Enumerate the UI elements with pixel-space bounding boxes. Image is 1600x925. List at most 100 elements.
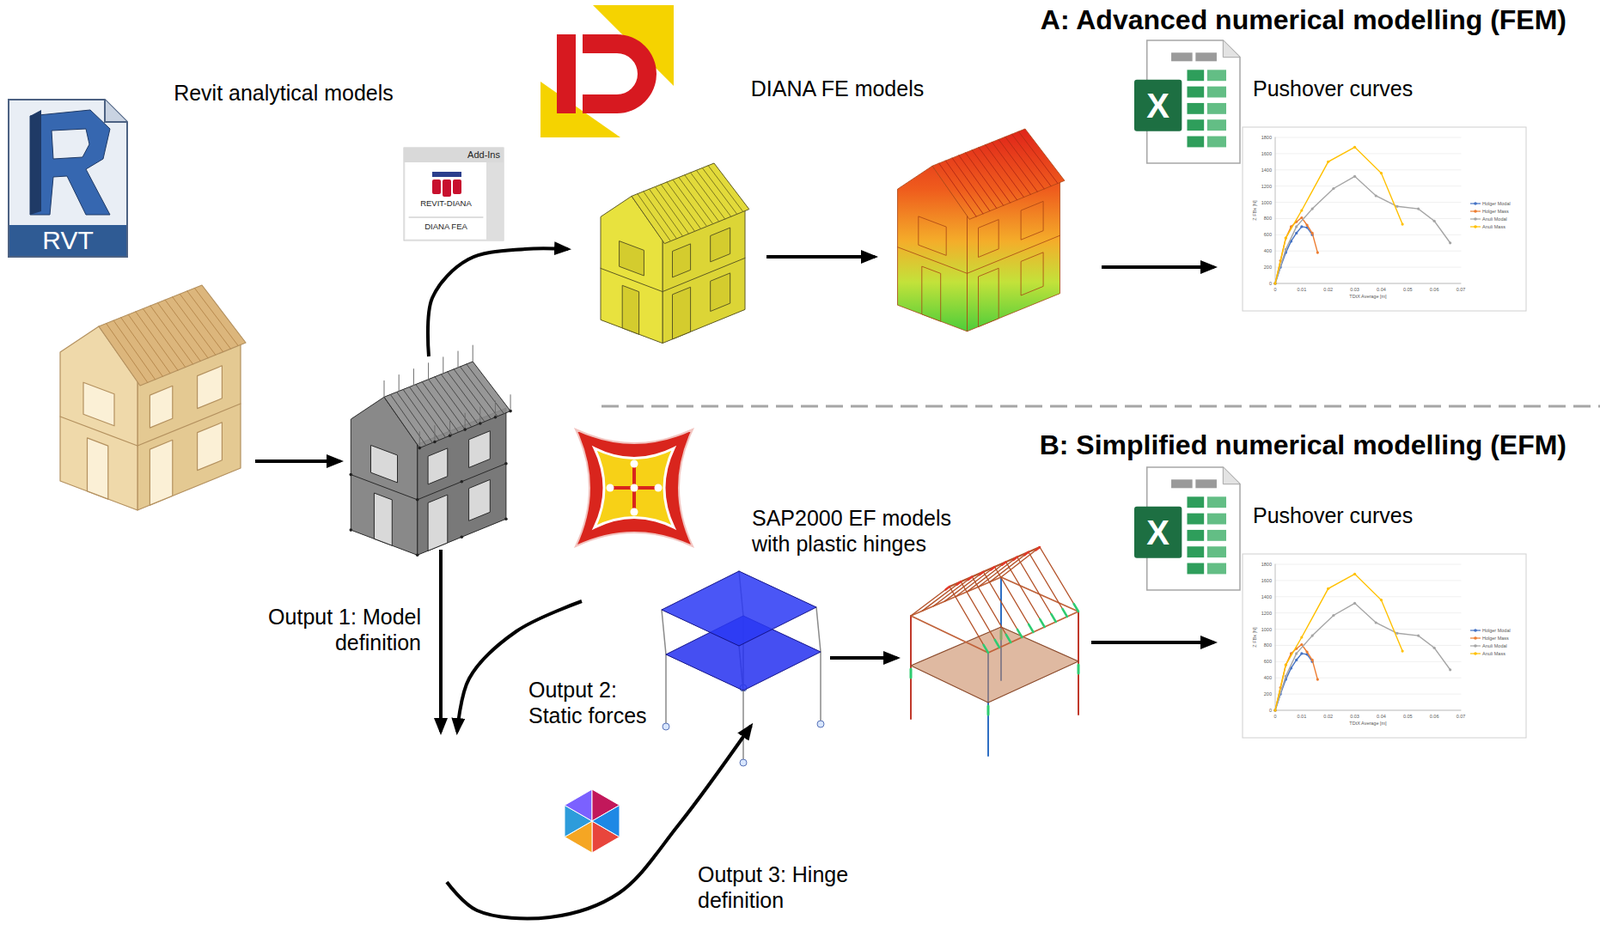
plastic-hinge: [987, 706, 990, 715]
roof-rafter: [434, 377, 472, 428]
load-line: [442, 357, 444, 374]
roof-rafter: [142, 308, 185, 367]
node-dot: [349, 528, 354, 532]
roof-rafter: [128, 314, 171, 373]
icon-cell: [471, 793, 486, 805]
data-point: [1326, 587, 1330, 591]
plastic-hinge: [979, 572, 984, 575]
roof-rafter: [403, 389, 440, 440]
dynamo-logo: [564, 789, 620, 854]
logo-dot: [630, 460, 639, 469]
icon-cell: [1187, 86, 1205, 98]
axis-line: [1275, 137, 1277, 284]
data-series: [1275, 574, 1403, 711]
node-dot: [415, 554, 420, 558]
ridge-beam: [949, 547, 1040, 587]
icon-cell: [464, 839, 481, 850]
column-line: [661, 610, 666, 655]
roof: [384, 361, 511, 449]
data-point: [1273, 708, 1277, 712]
data-point: [1331, 187, 1335, 190]
panel-shape: [1171, 493, 1582, 768]
data-point: [1433, 219, 1436, 223]
roof-rafter: [978, 147, 1018, 201]
label-box: RVT: [8, 225, 128, 257]
floor-line: [60, 416, 138, 446]
icon-text: REVIT-DIANA: [405, 197, 487, 210]
icon-tab: [428, 803, 468, 853]
roof-rafter: [666, 182, 701, 230]
label-box: 1800: [1244, 561, 1272, 568]
spreadsheet-icon: [382, 732, 469, 849]
label-box: 0.06: [1423, 286, 1445, 294]
opening: [710, 273, 731, 312]
label-box: 0: [1244, 280, 1272, 288]
chart-text: 0.04: [1370, 286, 1392, 294]
building-model: [60, 285, 246, 511]
data-point: [1305, 650, 1308, 654]
grid-line: [1275, 612, 1461, 614]
data-point: [1284, 675, 1288, 678]
roof-rafter: [1012, 134, 1052, 187]
plastic-hinge: [968, 577, 973, 581]
grid-line: [1275, 201, 1461, 203]
frame-column: [1077, 611, 1080, 715]
legend-swatch: [1470, 224, 1481, 230]
grid-line: [1275, 596, 1461, 598]
icon-cell: [1187, 513, 1205, 526]
load-line: [472, 345, 474, 362]
label-box: X: [1134, 512, 1182, 553]
opening: [1020, 201, 1044, 240]
spreadsheet-icon: [1134, 40, 1240, 164]
chart-text: TDtX Average [m]: [1333, 720, 1403, 727]
opening: [978, 219, 1000, 258]
load-line: [464, 413, 466, 430]
icon-divider: [409, 217, 483, 219]
chart-area: [1242, 554, 1527, 739]
chart-text: TDtX Average [m]: [1333, 293, 1403, 300]
icon-cell: [478, 778, 496, 787]
data-series: [1275, 653, 1313, 711]
grid-line: [1275, 661, 1461, 663]
roof-rafter: [1017, 557, 1057, 623]
icon-cell: [448, 776, 463, 788]
label-box: TDtX Average [m]: [1333, 293, 1403, 300]
data-point: [1311, 635, 1314, 638]
revit-letter: [30, 109, 42, 215]
panel-title: DIANA FE models: [567, 75, 1107, 102]
roof-rafter: [187, 291, 232, 349]
opening: [469, 479, 491, 521]
icon-cell: [1187, 546, 1205, 558]
label-box: 1400: [1244, 593, 1272, 601]
icon-cell: [425, 759, 440, 770]
icon-cell: [1187, 69, 1205, 81]
grid-line: [1275, 564, 1461, 566]
node-dot: [448, 433, 452, 438]
revit-letter: [51, 128, 90, 159]
data-series: [1275, 603, 1451, 711]
legend-swatch: [1470, 643, 1481, 649]
legend-entry: Holger Mass: [1470, 635, 1509, 642]
data-point: [1380, 598, 1383, 602]
icon-fold: [477, 749, 492, 764]
label-box: 800: [1244, 214, 1272, 222]
grid-line: [1275, 629, 1461, 630]
icon-cell: [425, 822, 440, 833]
data-point: [1326, 160, 1330, 164]
roof-rafter: [135, 311, 178, 371]
icon-cell: [464, 808, 481, 819]
data-series: [1275, 645, 1318, 712]
roof-rafter: [1005, 136, 1045, 190]
label-box: 0.02: [1318, 286, 1339, 294]
legend-entry: Anuli Mass: [1470, 650, 1506, 658]
label-box: Output 3: Hinge definition: [697, 861, 883, 914]
roof-rafter: [989, 552, 1029, 583]
data-point: [1401, 649, 1405, 653]
pushover-chart: [1242, 554, 1527, 739]
opening: [469, 431, 491, 469]
plastic-hinge: [1062, 609, 1067, 617]
opening: [87, 438, 109, 500]
spreadsheet-icon: [428, 766, 515, 883]
pushover-chart: [1242, 127, 1527, 312]
node-dot: [349, 473, 354, 477]
